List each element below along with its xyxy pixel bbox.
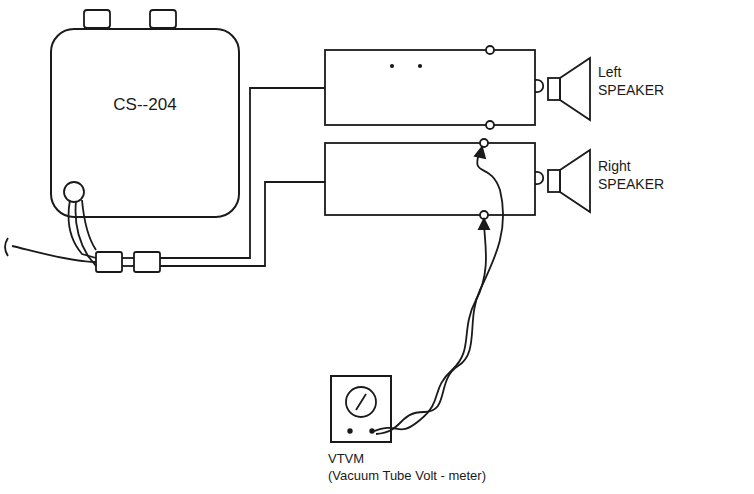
probe-tip: [479, 219, 489, 229]
voice-coil-lead: [535, 172, 543, 184]
device-housing: CS--204: [50, 28, 240, 218]
terminal: [486, 46, 494, 54]
dot: [419, 65, 421, 67]
speaker-label: Right SPEAKER: [598, 158, 698, 198]
knob: [84, 10, 110, 28]
cable-end: [5, 238, 8, 256]
cable: [76, 201, 97, 266]
plug-wire: [122, 257, 134, 259]
terminal: [486, 121, 494, 129]
meter-jack: [348, 429, 352, 433]
meter-dial: [346, 387, 376, 417]
node-text: Right SPEAKER: [598, 158, 688, 193]
speaker-magnet: [548, 170, 560, 192]
voice-coil-lead: [535, 80, 543, 92]
meter-needle: [356, 394, 366, 410]
terminal: [480, 139, 488, 147]
test-lead: [376, 150, 503, 434]
wire: [160, 88, 325, 258]
node-text: Left SPEAKER: [598, 64, 688, 99]
speaker-cone: [560, 150, 590, 212]
output-jack: [64, 182, 84, 202]
speaker-magnet: [548, 78, 560, 100]
speaker-label: Left SPEAKER: [598, 64, 698, 104]
node-text: CS--204: [52, 94, 238, 115]
meter-box: VTVM(Vacuum Tube Volt - meter): [330, 375, 392, 443]
speaker-cone: [560, 58, 590, 120]
dot: [391, 65, 393, 67]
wire: [160, 182, 325, 266]
plug: [134, 252, 160, 272]
cable: [12, 246, 96, 262]
plug: [96, 252, 122, 272]
amplifier-box: [325, 50, 535, 125]
node-text: VTVM: [328, 451, 364, 467]
probe-tip: [475, 147, 485, 158]
test-lead: [372, 222, 486, 432]
node-text: (Vacuum Tube Volt - meter): [328, 468, 486, 484]
plug-wire: [122, 265, 134, 267]
cable: [69, 200, 97, 258]
amplifier-box: [325, 143, 535, 215]
cable: [82, 200, 96, 250]
knob: [150, 10, 176, 28]
